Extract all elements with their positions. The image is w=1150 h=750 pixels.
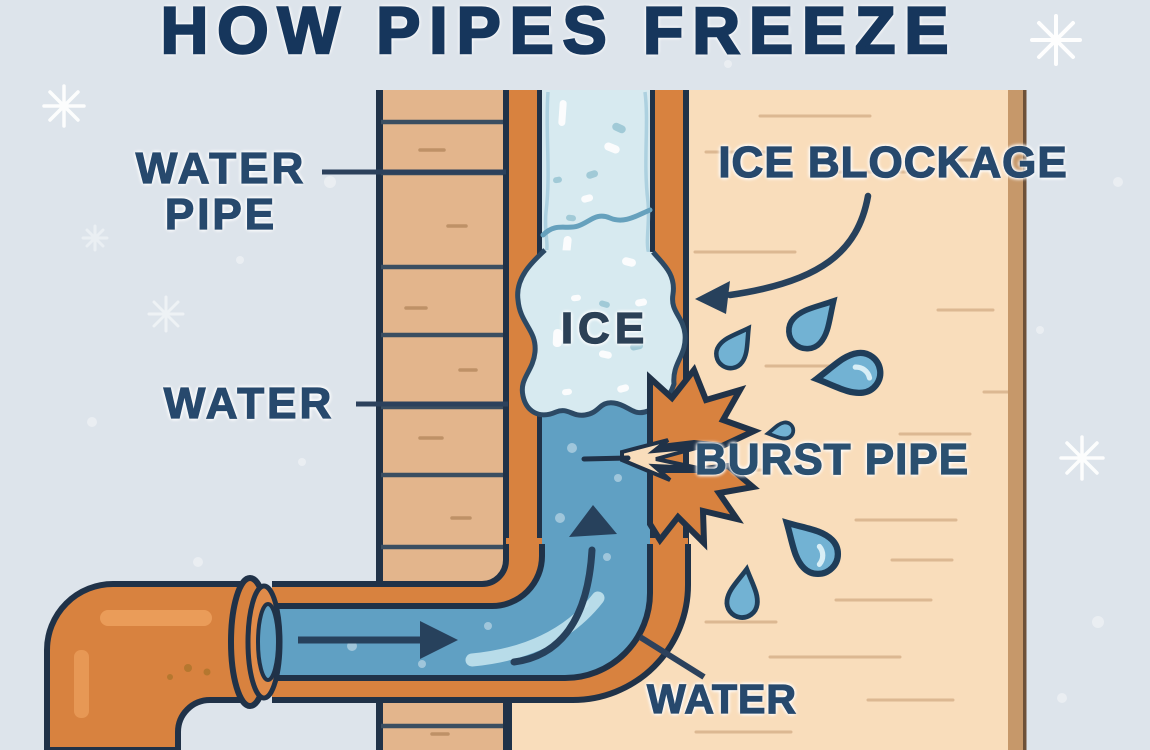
- flow-arrow-up-icon: [510, 505, 617, 666]
- droplet-icon: [714, 324, 752, 371]
- label-ice-blockage: ICE BLOCKAGE: [718, 138, 1068, 187]
- droplet-icon: [782, 518, 842, 578]
- ice-crack-line: [540, 207, 653, 238]
- snowflake-icon: [42, 84, 86, 128]
- ice-flecks: [553, 122, 626, 222]
- snowflake-icon: [81, 224, 109, 252]
- pipe-elbow: [272, 538, 691, 703]
- label-water-lower: WATER: [646, 676, 798, 722]
- water-flow-highlight: [465, 591, 605, 667]
- pipe-coupling: [228, 575, 283, 709]
- brick-texture: [404, 148, 478, 736]
- droplet-icon: [786, 296, 838, 352]
- droplet-icon: [724, 564, 760, 620]
- label-water-pipe-line2: PIPE: [164, 189, 278, 239]
- label-water-pipe: WATER PIPE: [135, 144, 307, 239]
- ice-blockage-arrow-icon: [695, 192, 872, 314]
- page-title: HOW PIPES FREEZE: [159, 0, 958, 67]
- wall-edge-line: [1023, 90, 1027, 750]
- snowflake-icon: [1030, 14, 1082, 66]
- wall-edge-strip: [1008, 90, 1023, 750]
- water-lower-pointer: [638, 634, 706, 680]
- snowflake-icon: [147, 295, 185, 333]
- snowflake-icon: [1059, 435, 1105, 481]
- water-droplets: [714, 296, 884, 620]
- droplet-icon: [810, 349, 884, 397]
- label-burst-pipe: BURST PIPE: [694, 435, 970, 484]
- crack-line: [581, 455, 631, 462]
- pointer-lines: [322, 169, 706, 680]
- label-ice: ICE: [560, 304, 650, 353]
- ice-blob: [515, 207, 688, 418]
- ice-channel: [542, 90, 651, 262]
- label-water-upper: WATER: [163, 379, 335, 428]
- label-water-pipe-line1: WATER: [135, 144, 307, 193]
- flow-arrow-right-icon: [298, 621, 458, 659]
- droplet-icon: [764, 420, 796, 441]
- snowflakes: [42, 14, 1105, 481]
- burst-opening: [581, 364, 762, 551]
- burst-gap: [620, 438, 701, 482]
- supply-pipe: [44, 581, 255, 750]
